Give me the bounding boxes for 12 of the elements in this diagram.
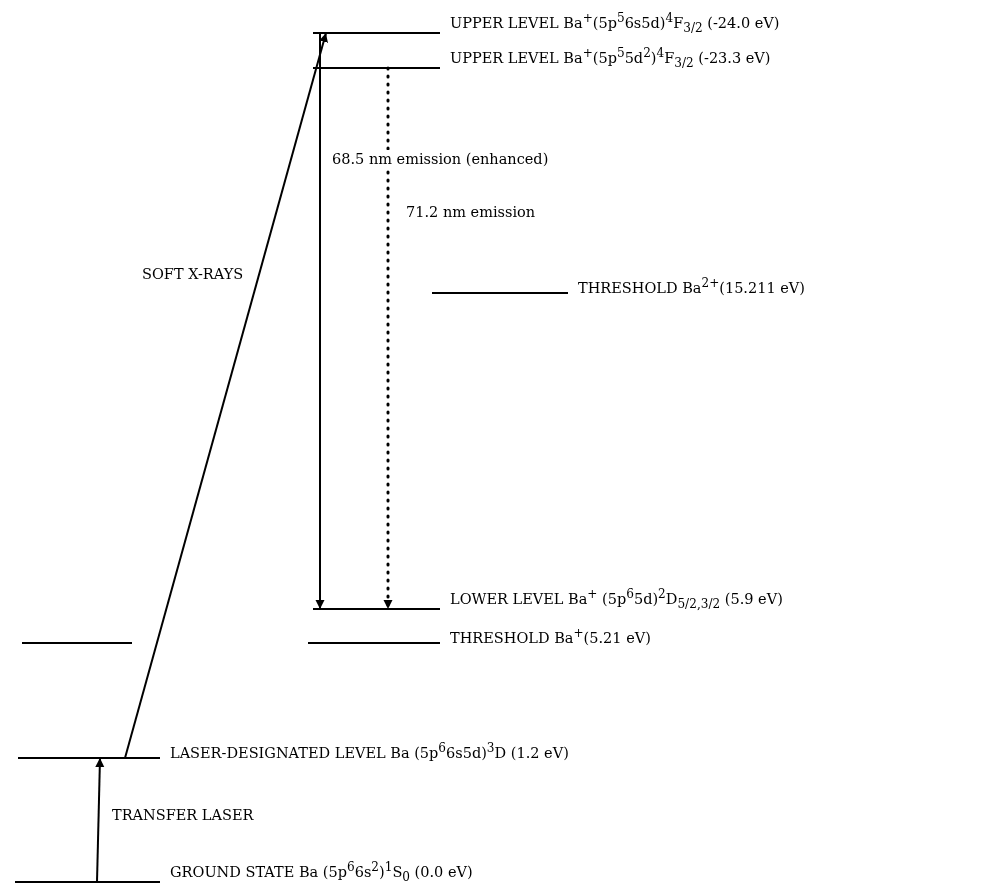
level-label: THRESHOLD Ba$^{+}$(5.21 eV) bbox=[450, 625, 651, 648]
level-label: LOWER LEVEL Ba$^{+}$ (5p$^{6}$5d)$^{2}$D$_{5/2,3/2}$ (5.9 eV) bbox=[450, 586, 783, 613]
level-label: UPPER LEVEL Ba$^{+}$(5p$^{5}$6s5d)$^{4}$F$_{3/2}$ (-24.0 eV) bbox=[450, 10, 780, 37]
edge-label: 68.5 nm emission (enhanced) bbox=[330, 150, 551, 168]
level-label: GROUND STATE Ba (5p$^{6}$6s$^{2}$)$^{1}$S$_{0}$ (0.0 eV) bbox=[170, 859, 473, 886]
level-label: UPPER LEVEL Ba$^{+}$(5p$^{5}$5d$^{2}$)$^{4}$F$_{3/2}$ (-23.3 eV) bbox=[450, 45, 771, 72]
level-label: THRESHOLD Ba$^{2+}$(15.211 eV) bbox=[578, 275, 805, 298]
arrow bbox=[124, 32, 328, 759]
arrow bbox=[315, 32, 325, 610]
dotted-arrow bbox=[383, 66, 393, 611]
level-label: LASER-DESIGNATED LEVEL Ba (5p$^{6}$6s5d)$^{3}$D (1.2 eV) bbox=[170, 740, 569, 763]
arrow bbox=[95, 757, 105, 883]
